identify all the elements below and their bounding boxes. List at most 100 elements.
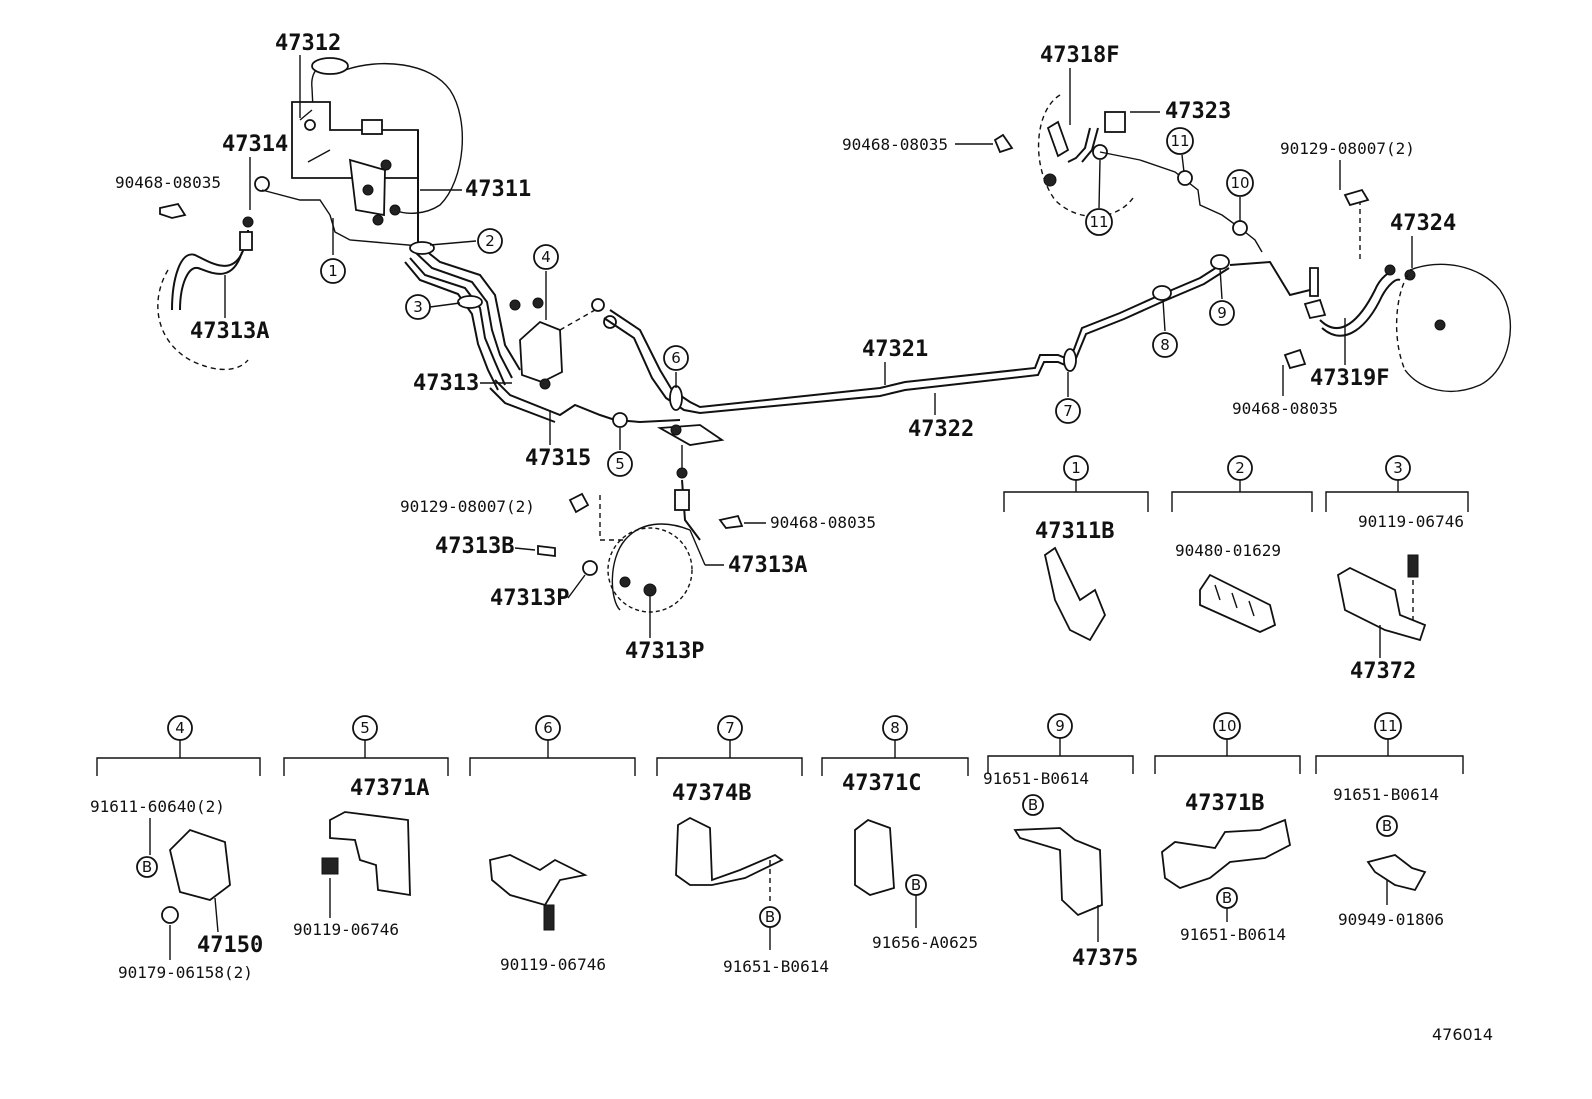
left-cross-pipe [489,379,725,479]
svg-text:6: 6 [543,719,553,737]
svg-text:B: B [765,908,775,926]
detail-group-11: 11 91651-B0614 B 90949-01806 [1315,712,1464,929]
detail-group-8: 8 47371C B 91656-A0625 [821,715,978,952]
label-47318F: 47318F [1040,43,1119,68]
detail-group-9: 9 91651-B0614 B 47375 [983,713,1138,971]
part-90949-01806: 90949-01806 [1338,910,1444,929]
svg-text:9: 9 [1217,304,1227,322]
part-90119-06746-c: 90119-06746 [500,955,606,974]
svg-text:3: 3 [413,298,423,316]
svg-text:B: B [1382,817,1392,835]
label-90129-left: 90129-08007(2) [400,497,535,516]
part-labels: 47312 47314 90468-08035 47311 47313A 473… [115,31,1456,664]
label-47319F: 47319F [1310,366,1389,391]
part-47371A: 47371A [350,776,429,801]
part-47371C: 47371C [842,771,921,796]
callout-9: 9 [1209,267,1235,326]
svg-text:1: 1 [1071,459,1081,477]
part-91651-B0614-a: 91651-B0614 [723,957,829,976]
svg-text:9: 9 [1055,717,1065,735]
callout-11b: 11 [1085,159,1113,236]
part-91651-B0614-b: 91651-B0614 [983,769,1089,788]
label-47314: 47314 [222,132,288,157]
part-91651-B0614-d: 91651-B0614 [1333,785,1439,804]
svg-text:6: 6 [671,349,681,367]
label-47324: 47324 [1390,211,1456,236]
callout-3: 3 [405,294,461,320]
main-callouts: 1 2 3 4 5 6 7 8 9 10 11 11 [320,127,1254,477]
callout-1: 1 [320,218,346,284]
svg-text:10: 10 [1230,174,1249,192]
part-91656-A0625: 91656-A0625 [872,933,978,952]
svg-text:4: 4 [541,248,551,266]
detail-group-1: 1 47311B [1003,455,1149,642]
figure-id: 476014 [1432,1025,1493,1044]
part-47372: 47372 [1350,659,1416,684]
detail-group-3: 3 90119-06746 47372 [1325,455,1469,684]
part-91651-B0614-c: 91651-B0614 [1180,925,1286,944]
front-left-hose-drawing [157,176,421,371]
proportioning-valve-drawing [509,297,617,390]
label-90129-right: 90129-08007(2) [1280,139,1415,158]
callout-10: 10 [1226,169,1254,222]
svg-text:7: 7 [1063,402,1073,420]
svg-text:B: B [1222,889,1232,907]
detail-group-4: 4 91611-60640(2) B 47150 90179-06158(2) [90,715,263,982]
part-47374B: 47374B [672,781,751,806]
label-47322: 47322 [908,417,974,442]
label-47321: 47321 [862,337,928,362]
part-47150: 47150 [197,933,263,958]
svg-text:B: B [1028,796,1038,814]
svg-text:10: 10 [1217,717,1236,735]
main-pipe-bundle [404,241,521,391]
rear-right-drawing [993,94,1512,392]
detail-group-5: 5 47371A 90119-06746 [283,715,449,939]
part-90119-06746-b: 90119-06746 [293,920,399,939]
svg-text:11: 11 [1089,213,1108,231]
callout-7: 7 [1055,372,1081,424]
label-47323: 47323 [1165,99,1231,124]
part-90480-01629: 90480-01629 [1175,541,1281,560]
svg-text:11: 11 [1378,717,1397,735]
part-90119-06746-a: 90119-06746 [1358,512,1464,531]
detail-group-2: 2 90480-01629 [1171,455,1313,633]
label-47312: 47312 [275,31,341,56]
label-90468-br: 90468-08035 [1232,399,1338,418]
part-47375: 47375 [1072,946,1138,971]
svg-text:8: 8 [1160,336,1170,354]
label-47313P-b: 47313P [625,639,704,664]
part-47371B: 47371B [1185,791,1264,816]
detail-group-7: 7 47374B B 91651-B0614 [656,715,829,976]
svg-text:7: 7 [725,719,735,737]
label-47311: 47311 [465,177,531,202]
rear-left-drum-drawing [537,479,744,613]
brake-booster-drawing [291,57,464,245]
svg-text:5: 5 [615,455,625,473]
detail-group-6: 6 90119-06746 [469,715,636,974]
part-90179-06158: 90179-06158(2) [118,963,253,982]
label-47313B: 47313B [435,534,514,559]
svg-text:3: 3 [1393,459,1403,477]
callout-4: 4 [533,244,559,320]
svg-text:4: 4 [175,719,185,737]
svg-text:2: 2 [1235,459,1245,477]
label-90468-right: 90468-08035 [842,135,948,154]
svg-text:5: 5 [360,719,370,737]
label-47315: 47315 [525,446,591,471]
label-47313P-a: 47313P [490,586,569,611]
svg-text:11: 11 [1170,132,1189,150]
callout-5: 5 [607,428,633,477]
label-47313A-top: 47313A [190,319,269,344]
label-90468-mid: 90468-08035 [770,513,876,532]
callout-8: 8 [1152,299,1178,358]
callout-6: 6 [663,345,689,388]
center-pipes [603,254,1230,415]
part-47311B: 47311B [1035,519,1114,544]
svg-text:B: B [911,876,921,894]
part-91611-60640: 91611-60640(2) [90,797,225,816]
label-90468-a: 90468-08035 [115,173,221,192]
label-47313: 47313 [413,371,479,396]
callout-2: 2 [429,228,503,254]
detail-group-10: 10 47371B B 91651-B0614 [1154,712,1301,944]
